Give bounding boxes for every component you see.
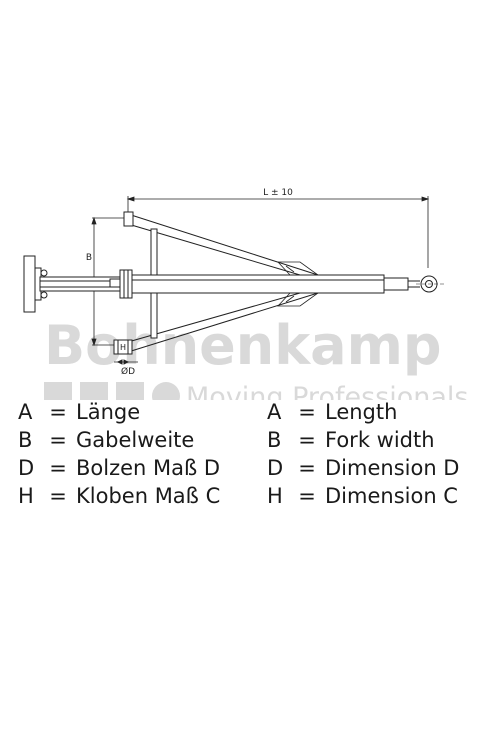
legend-key: B	[18, 428, 33, 452]
watermark: Bohnenkamp Moving Professionals	[44, 314, 468, 400]
legend-row-en-d: D = Dimension D	[267, 454, 459, 482]
legend-equals: =	[298, 484, 316, 508]
legend-text: Length	[325, 400, 398, 424]
watermark-square-2	[80, 382, 108, 400]
legend-text: Bolzen Maß D	[76, 456, 221, 480]
legend-text: Kloben Maß C	[76, 484, 221, 508]
legend-equals: =	[49, 400, 67, 424]
telescopic-tube	[39, 276, 131, 292]
fork-width-label: B	[86, 253, 92, 263]
legend-key: H	[18, 484, 34, 508]
length-label: L ± 10	[263, 188, 293, 198]
legend-equals: =	[49, 456, 67, 480]
legend-row-en-b: B = Fork width	[267, 426, 435, 454]
drawbar-technical-drawing: Bohnenkamp Moving Professionals L ± 10 B	[23, 188, 468, 400]
legend-equals: =	[298, 400, 316, 424]
watermark-tagline: Moving Professionals	[186, 382, 468, 400]
watermark-circle	[152, 382, 180, 400]
legend-text: Gabelweite	[76, 428, 195, 452]
clevis-detail	[113, 339, 138, 365]
legend-key: D	[18, 456, 35, 480]
legend-row-de-a: A = Länge	[18, 398, 140, 426]
legend-row-de-d: D = Bolzen Maß D	[18, 454, 220, 482]
legend-text: Fork width	[325, 428, 435, 452]
legend-row-en-a: A = Length	[267, 398, 397, 426]
legend-key: B	[267, 428, 282, 452]
towing-eye	[408, 275, 446, 293]
gusset-plates	[277, 261, 320, 307]
beam-coupling	[119, 269, 133, 299]
legend-text: Dimension C	[325, 484, 458, 508]
legend-row-en-h: H = Dimension C	[267, 482, 458, 510]
legend-equals: =	[49, 484, 67, 508]
watermark-brand: Bohnenkamp	[44, 314, 442, 377]
legend-key: A	[18, 400, 33, 424]
legend-text: Dimension D	[325, 456, 460, 480]
drawbar-beam	[127, 274, 409, 294]
legend: A = Länge B = Gabelweite D = Bolzen Maß D H = Kl…	[0, 398, 488, 518]
bolt-label: ØD	[121, 366, 135, 377]
cross-brace	[150, 228, 158, 339]
watermark-square-1	[44, 382, 72, 400]
legend-key: A	[267, 400, 282, 424]
legend-equals: =	[298, 428, 316, 452]
length-dimension	[126, 196, 430, 268]
watermark-square-3	[116, 382, 144, 400]
legend-row-de-b: B = Gabelweite	[18, 426, 194, 454]
mounting-plate	[23, 255, 48, 313]
legend-row-de-h: H = Kloben Maß C	[18, 482, 220, 510]
legend-key: H	[267, 484, 283, 508]
legend-key: D	[267, 456, 284, 480]
legend-equals: =	[49, 428, 67, 452]
clevis-label: H	[120, 343, 126, 352]
legend-text: Länge	[76, 400, 141, 424]
legend-equals: =	[298, 456, 316, 480]
